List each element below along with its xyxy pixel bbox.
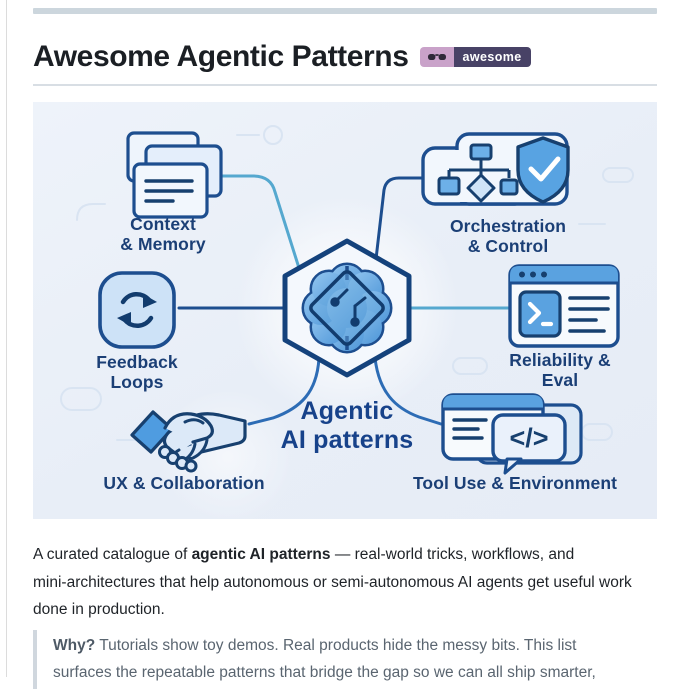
page-title: Awesome Agentic Patterns [33, 40, 409, 73]
node-label-reliability-eval: Reliability & Eval [509, 350, 611, 390]
page-title-row: Awesome Agentic Patterns awesome [33, 42, 657, 86]
code-window-icon: </> [441, 393, 583, 475]
viewport-left-border [6, 0, 7, 677]
node-label-orchestration-control: Orchestration & Control [449, 216, 567, 256]
node-label-ux-collaboration: UX & Collaboration [103, 473, 265, 493]
readme-content: Awesome Agentic Patterns awesome [33, 0, 657, 689]
stacked-cards-icon [126, 131, 223, 219]
sunglasses-icon [427, 54, 446, 60]
hero-image[interactable]: </> Context & Memory Orchestration & Con… [33, 102, 657, 522]
awesome-badge-label: awesome [453, 47, 531, 67]
terminal-window-icon [508, 264, 620, 348]
intro-bold: agentic AI patterns [191, 546, 331, 563]
connector-lines [177, 174, 510, 426]
awesome-badge[interactable]: awesome [419, 47, 531, 67]
node-label-context-memory: Context & Memory [120, 214, 206, 254]
why-lead: Why? [53, 636, 96, 654]
handshake-icon [130, 410, 247, 473]
why-blockquote: Why? Tutorials show toy demos. Real prod… [33, 629, 657, 689]
awesome-badge-icon-section [419, 47, 454, 67]
intro-paragraph: A curated catalogue of agentic AI patter… [33, 546, 632, 618]
svg-text:</>: </> [509, 423, 548, 453]
horizontal-rule-top [33, 8, 657, 14]
center-label: Agentic AI patterns [280, 397, 414, 454]
agentic-brain-hexagon-icon [282, 238, 412, 378]
flowchart-shield-icon [421, 132, 570, 206]
cycle-arrows-icon [98, 271, 176, 349]
node-label-feedback-loops: Feedback Loops [96, 352, 178, 392]
node-label-tool-use-environment: Tool Use & Environment [412, 473, 618, 493]
